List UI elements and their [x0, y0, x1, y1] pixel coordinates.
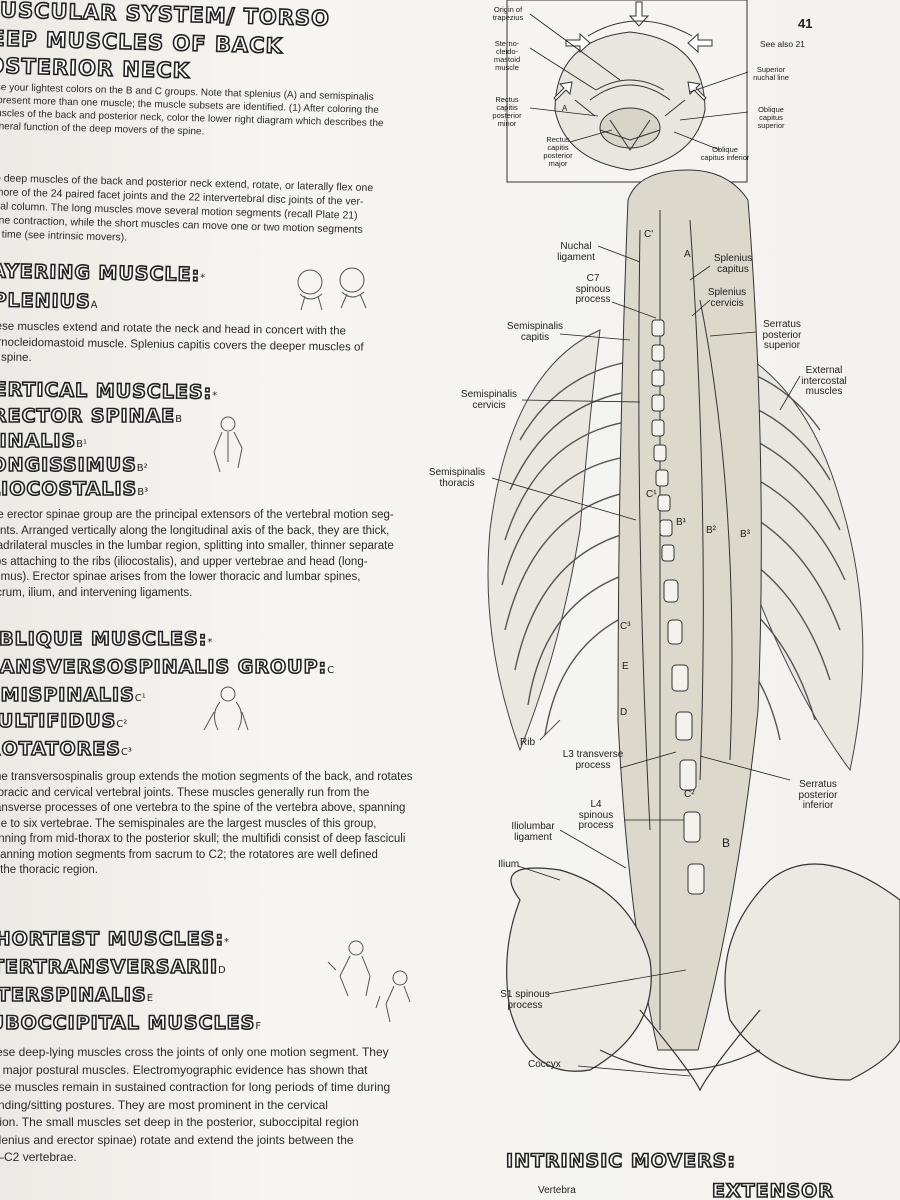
motion-arrows: [553, 1, 713, 101]
erector-spinae-heading: ERECTOR SPINAEB: [0, 404, 183, 428]
leader-lines: [491, 13, 801, 1077]
rotation-arc: [587, 20, 693, 37]
label-serratus-inferior: Serratus posterior inferior: [798, 779, 838, 811]
label-coccyx: Coccyx: [528, 1059, 561, 1070]
label-s1: S1 spinous process: [500, 989, 550, 1011]
arrow-diagonal-left-icon: [553, 81, 573, 101]
label-serratus-superior: Serratus posterior superior: [762, 319, 802, 351]
letter-b: B: [722, 836, 731, 850]
label-ilium: Ilium: [498, 859, 520, 870]
label-rectus-major: Rectus capitis posterior major: [543, 135, 573, 168]
letter-a-head: A: [562, 104, 568, 113]
label-semispinalis-thoracis: Semispinalis thoracis: [428, 467, 486, 489]
rotatores-heading: ROTATORESC³: [0, 737, 132, 761]
pelvis: [506, 863, 900, 1092]
suboccipital-heading: SUBOCCIPITAL MUSCLESF: [0, 1011, 262, 1035]
label-oblique-inferior: Oblique capitus inferior: [700, 145, 750, 162]
label-splenius-cervicis: Splenius cervicis: [707, 287, 747, 309]
extensor-heading: EXTENSOR: [711, 1179, 834, 1200]
letter-b2: B²: [706, 525, 716, 536]
label-nuchal-ligament: Nuchal ligament: [557, 241, 595, 263]
label-origin-trapezius: Origin of trapezius: [492, 5, 524, 22]
letter-a: A: [684, 249, 691, 260]
intertransversarii-heading: INTERTRANSVERSARIID: [0, 955, 226, 979]
shortest-heading: SHORTEST MUSCLES:*: [0, 927, 230, 951]
page-number: 41: [798, 16, 813, 31]
label-rectus-minor: Rectus capitis posterior minor: [492, 95, 522, 128]
letter-b1: B¹: [676, 517, 686, 528]
intrinsic-movers-heading: INTRINSIC MOVERS:: [505, 1149, 736, 1173]
semispinalis-heading: SEMISPINALISC¹: [0, 683, 146, 707]
letter-c3: C³: [620, 621, 631, 632]
head-sketch-icon: [297, 267, 367, 311]
label-l3: L3 transverse process: [562, 749, 624, 771]
label-c7: C7 spinous process: [575, 273, 611, 305]
label-semispinalis-capitis: Semispinalis capitis: [506, 321, 564, 343]
letter-c2: C²: [684, 789, 695, 800]
label-semispinalis-cervicis: Semispinalis cervicis: [460, 389, 518, 411]
vertebral-column: [651, 319, 705, 895]
skull-illustration: [554, 31, 706, 171]
letter-c1: C¹: [646, 489, 657, 500]
spinalis-heading: SPINALISB¹: [0, 429, 88, 453]
twist-figure-icon: [203, 686, 249, 731]
label-sternocleidomastoid: Sterno-cleido-mastoid muscle: [493, 39, 521, 72]
letter-b3: B³: [740, 529, 750, 540]
label-iliolumbar: Iliolumbar ligament: [511, 821, 555, 843]
posture-figure-icon: [327, 940, 411, 1023]
arrow-right-icon: [565, 32, 591, 54]
torso-figure-icon: [213, 416, 243, 473]
letter-e: E: [622, 661, 629, 672]
vertical-body: The erector spinae group are the princip…: [0, 509, 394, 599]
label-rib: Rib: [520, 737, 536, 748]
shortest-body: These deep-lying muscles cross the joint…: [0, 1045, 391, 1164]
arrow-left-icon: [687, 32, 713, 54]
label-vertebra: Vertebra: [538, 1185, 576, 1196]
letter-c-prime: C': [644, 229, 654, 240]
erector-spinae-muscles: [617, 169, 762, 1051]
arrow-diagonal-right-icon: [687, 81, 707, 101]
transversospinalis-heading: TRANSVERSOSPINALIS GROUP:C: [0, 655, 335, 679]
iliocostalis-heading: ILIOCOSTALISB³: [0, 477, 149, 501]
label-l4: L4 spinous process: [578, 799, 614, 831]
interspinalis-heading: INTERSPINALISE: [0, 983, 154, 1007]
multifidus-heading: MULTIFIDUSC²: [0, 709, 128, 733]
see-also-note: See also 21: [760, 39, 805, 49]
oblique-heading: OBLIQUE MUSCLES:*: [0, 627, 213, 651]
label-superior-nuchal: Superior nuchal line: [753, 65, 789, 82]
letter-d: D: [620, 707, 628, 718]
label-splenius-capitis: Splenius capitus: [713, 253, 753, 275]
longissimus-heading: LONGISSIMUSB²: [0, 453, 148, 477]
label-external-intercostal: External intercostal muscles: [801, 365, 847, 397]
oblique-body: The transversospinalis group extends the…: [0, 771, 413, 876]
label-oblique-superior: Oblique capitus superior: [757, 105, 785, 130]
